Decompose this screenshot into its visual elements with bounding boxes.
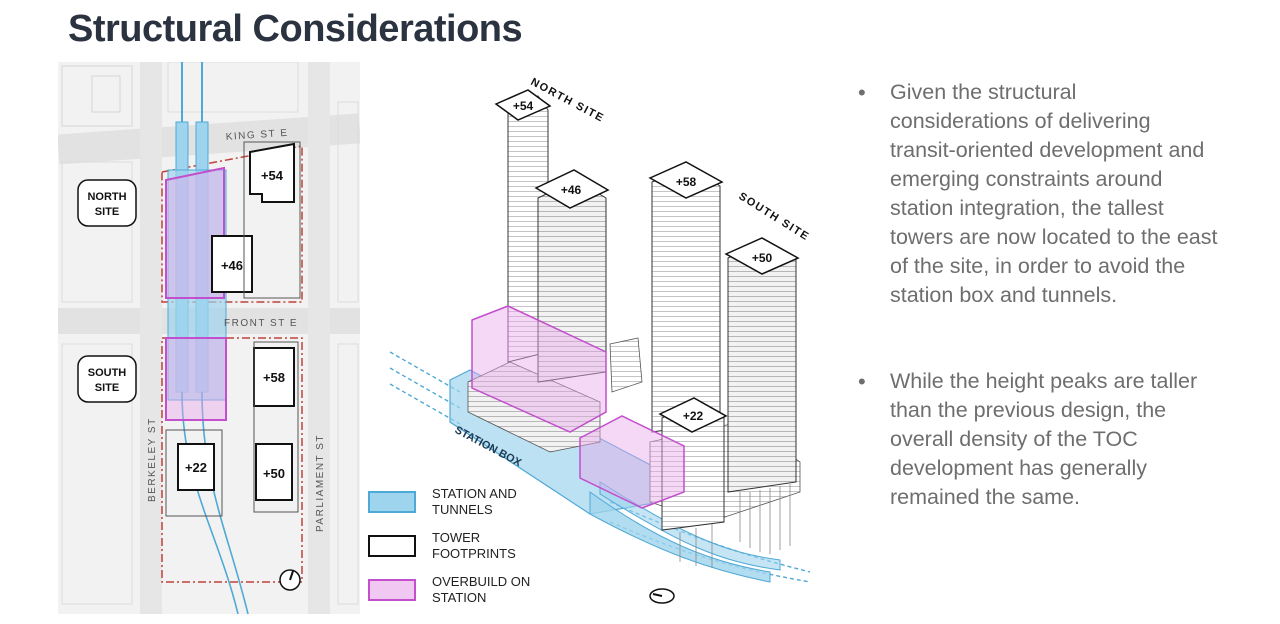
bullet-item: • Given the structural considerations of… xyxy=(858,78,1220,310)
iso-south-site-label: SOUTH SITE xyxy=(736,190,811,243)
legend-overbuild-line1: OVERBUILD ON xyxy=(432,574,531,589)
legend-overbuild-line2: STATION xyxy=(432,590,487,605)
map-tower-46-label: +46 xyxy=(221,258,243,273)
legend-swatch-station xyxy=(368,491,416,513)
south-site-label-1: SOUTH xyxy=(88,367,127,379)
bullet-item: • While the height peaks are taller than… xyxy=(858,367,1220,512)
legend-tower-line1: TOWER xyxy=(432,530,481,545)
legend-item-overbuild: OVERBUILD ON STATION xyxy=(368,574,552,606)
legend-swatch-tower xyxy=(368,535,416,557)
legend-swatch-overbuild xyxy=(368,579,416,601)
page-title: Structural Considerations xyxy=(68,8,523,50)
iso-north-arrow-icon xyxy=(649,588,675,604)
iso-tower-50-label: +50 xyxy=(752,251,773,265)
bullet-text: Given the structural considerations of d… xyxy=(890,80,1218,307)
tunnel-lines xyxy=(389,351,811,583)
street-front-label: FRONT ST E xyxy=(224,318,298,329)
site-plan-map: +54 +46 +58 +22 +50 KING ST E FRONT ST E… xyxy=(58,62,360,614)
iso-tower-46-label: +46 xyxy=(561,183,582,197)
street-king-label: KING ST E xyxy=(225,128,288,143)
map-tower-50-label: +50 xyxy=(263,466,285,481)
street-berkeley-label: BERKELEY ST xyxy=(147,417,158,502)
south-site-badge xyxy=(77,355,137,403)
bullet-text: While the height peaks are taller than t… xyxy=(890,369,1198,509)
north-site-label-2: SITE xyxy=(95,206,119,218)
map-tower-58-label: +58 xyxy=(263,370,285,385)
bullet-dot-icon: • xyxy=(858,369,866,394)
isometric-view: STATION BOX +54 +46 +58 +50 +22 NORTH SI… xyxy=(389,76,811,604)
iso-tower-54-label: +54 xyxy=(513,99,534,113)
map-tower-54-label: +54 xyxy=(261,168,284,183)
bullet-dot-icon: • xyxy=(858,80,866,105)
legend-station-line2: TUNNELS xyxy=(432,502,493,517)
south-site-label-2: SITE xyxy=(95,382,119,394)
legend-tower-line2: FOOTPRINTS xyxy=(432,546,516,561)
iso-tower-22-label: +22 xyxy=(683,409,704,423)
north-arrow-icon xyxy=(279,569,301,591)
street-parliament-label: PARLIAMENT ST xyxy=(315,434,326,532)
north-site-badge xyxy=(77,179,137,227)
legend-item-station: STATION AND TUNNELS xyxy=(368,486,552,518)
legend-item-tower: TOWER FOOTPRINTS xyxy=(368,530,552,562)
map-tower-22-label: +22 xyxy=(185,460,207,475)
iso-tower-58-label: +58 xyxy=(676,175,697,189)
legend-station-line1: STATION AND xyxy=(432,486,517,501)
overbuild-south xyxy=(579,415,685,509)
north-site-label-1: NORTH xyxy=(87,191,126,203)
